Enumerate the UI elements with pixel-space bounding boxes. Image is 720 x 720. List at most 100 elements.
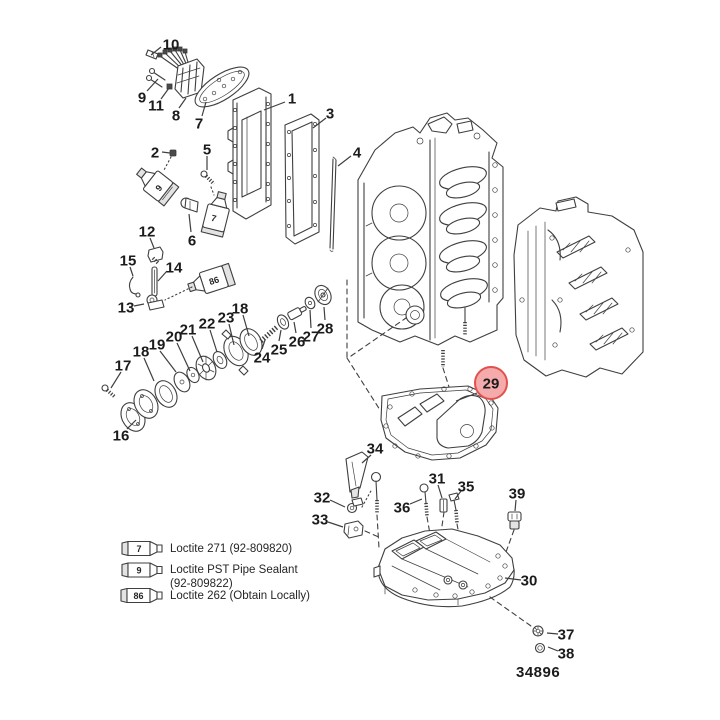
callout-number-24: 24 xyxy=(254,350,271,367)
callout-number-10: 10 xyxy=(163,37,180,54)
sealant-tube-7-drawing xyxy=(200,191,230,238)
callout-leader-29 xyxy=(455,392,478,402)
exhaust-ports xyxy=(556,235,629,351)
callout-number-39: 39 xyxy=(509,486,526,503)
sleeve-31-drawing xyxy=(439,498,448,513)
legend-tube-icon-86: 86 xyxy=(120,587,163,604)
assembly-dashed-lines xyxy=(346,279,532,627)
clamp-32-drawing xyxy=(346,497,364,514)
callout-leader-12 xyxy=(149,237,155,249)
callout-number-21: 21 xyxy=(180,322,197,339)
callout-leader-33 xyxy=(327,521,344,528)
callout-leader-6 xyxy=(188,213,192,233)
dotted-link-2-tube xyxy=(163,156,172,171)
legend-item-2-text2: (92-809822) xyxy=(170,578,233,590)
tube-label-9: 9 xyxy=(153,183,164,193)
legend-item-3-text: Loctite 262 (Obtain Locally) xyxy=(170,590,310,602)
callout-leader-13 xyxy=(133,303,145,307)
exhaust-divider-plate-drawing xyxy=(227,87,272,220)
callout-number-6: 6 xyxy=(188,233,196,250)
callout-number-28: 28 xyxy=(317,321,334,338)
legend-item-1-text: Loctite 271 (92-809820) xyxy=(170,543,292,555)
highlighted-part-hotspot-29[interactable] xyxy=(474,366,508,400)
tube-label-86: 86 xyxy=(208,274,221,287)
callout-number-26: 26 xyxy=(289,334,306,351)
callout-number-23: 23 xyxy=(218,310,235,327)
callout-leader-7 xyxy=(201,101,207,117)
exhaust-plate-gasket-drawing xyxy=(284,113,320,245)
callout-leader-36 xyxy=(409,498,423,505)
callout-number-2: 2 xyxy=(151,145,159,162)
callout-leader-18 xyxy=(143,357,155,382)
legend-tube-icon-7: 7 xyxy=(121,540,163,557)
callout-number-30: 30 xyxy=(521,573,538,590)
sealant-tube-86-drawing xyxy=(187,262,236,294)
callout-number-5: 5 xyxy=(203,142,211,159)
callout-number-33: 33 xyxy=(312,512,329,529)
fitting-13-drawing xyxy=(146,294,165,311)
callout-number-18: 18 xyxy=(133,344,150,361)
callout-number-25: 25 xyxy=(271,342,288,359)
end-cover-plate-drawing xyxy=(194,66,250,108)
legend-tube-9-label: 9 xyxy=(136,566,141,576)
callout-leader-38 xyxy=(547,646,559,652)
nut-38-drawing xyxy=(534,642,546,654)
callout-leader-14 xyxy=(157,270,168,282)
callout-leader-10 xyxy=(150,46,162,56)
callout-number-34: 34 xyxy=(367,441,384,458)
callout-leader-31 xyxy=(437,484,443,499)
callout-number-20: 20 xyxy=(166,329,183,346)
callout-number-35: 35 xyxy=(458,479,475,496)
fitting-39-drawing xyxy=(507,511,522,530)
callout-leader-37 xyxy=(546,632,559,635)
callout-number-8: 8 xyxy=(172,108,180,125)
callout-leader-19 xyxy=(159,350,177,373)
clip-15-drawing xyxy=(128,276,141,298)
callout-leader-11 xyxy=(160,87,170,100)
callout-number-18: 18 xyxy=(232,301,249,318)
callout-leader-8 xyxy=(178,97,187,109)
callout-number-38: 38 xyxy=(558,646,575,663)
legend: 7 Loctite 271 (92-809820) 9 Loctite PST … xyxy=(120,540,310,604)
adapter-plate-30-drawing xyxy=(373,528,515,608)
fitting-6-drawing xyxy=(180,197,199,213)
callout-number-37: 37 xyxy=(558,627,575,644)
callout-leader-34 xyxy=(361,454,372,464)
legend-tube-7-label: 7 xyxy=(136,544,141,554)
dotted-link-86-13 xyxy=(164,286,193,301)
callout-leader-27 xyxy=(309,309,312,329)
block-33-drawing xyxy=(343,520,364,539)
tube-label-7: 7 xyxy=(210,213,217,224)
callout-number-17: 17 xyxy=(115,358,132,375)
callout-leader-39 xyxy=(514,499,517,512)
pin-14-drawing xyxy=(151,266,158,297)
callout-number-7: 7 xyxy=(195,116,203,133)
callout-number-11: 11 xyxy=(148,98,164,115)
callout-number-15: 15 xyxy=(120,253,137,270)
callout-leader-3 xyxy=(312,117,327,129)
callout-leader-18 xyxy=(242,314,250,337)
callout-number-36: 36 xyxy=(394,500,411,517)
crankcase-block-drawing xyxy=(357,112,504,346)
screw-36-drawing xyxy=(419,483,429,517)
callout-leader-21 xyxy=(191,335,204,363)
drawing-number: 34896 xyxy=(516,664,560,681)
callout-number-27: 27 xyxy=(303,329,320,346)
callout-number-12: 12 xyxy=(139,224,156,241)
seal-strip-drawing xyxy=(329,156,337,252)
callout-number-9: 9 xyxy=(138,90,146,107)
legend-tube-86-label: 86 xyxy=(133,591,143,601)
callout-number-16: 16 xyxy=(113,428,130,445)
callout-leader-28 xyxy=(323,306,326,321)
screw-5-drawing xyxy=(200,170,216,196)
callout-number-29[interactable]: 29 xyxy=(483,376,500,393)
check-valve-stack-drawing xyxy=(101,284,332,432)
callout-leader-26 xyxy=(293,321,297,334)
cylinder-block-drawing xyxy=(513,196,644,378)
wiring-harness-drawing xyxy=(145,46,205,99)
legend-item-2-text: Loctite PST Pipe Sealant xyxy=(170,564,298,576)
bolt-34-drawing xyxy=(370,471,382,514)
callout-leader-1 xyxy=(263,101,286,111)
